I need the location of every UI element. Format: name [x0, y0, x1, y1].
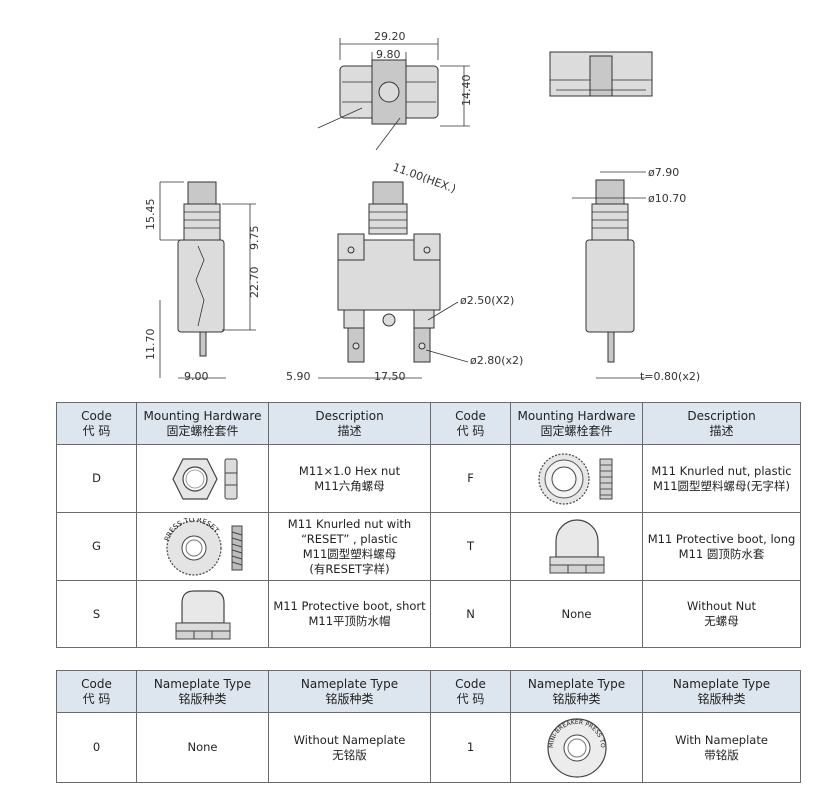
header-description-left: Description 描述 [268, 402, 431, 445]
dim-phi-10-70: ø10.70 [648, 192, 686, 205]
header-hardware-right: Mounting Hardware 固定螺栓套件 [510, 402, 643, 445]
technical-drawing: 29.20 9.80 14.40 11.00(HEX.) 15.45 9.75 … [144, 30, 700, 383]
table-row: S M11 Protective boot, short M11平顶防水帽 N … [56, 580, 801, 648]
description-cell: M11 Knurled nut with “RESET” , plastic M… [268, 512, 431, 581]
header-nameplate-desc-left: Nameplate Type 铭版种类 [268, 670, 431, 713]
dim-22-70: 22.70 [248, 267, 261, 299]
nameplate-icon-cell: MINI-BREAKER PRESS TO RESET [510, 712, 643, 783]
hardware-cell [510, 512, 643, 581]
nameplate-ring-icon: MINI-BREAKER PRESS TO RESET [544, 717, 607, 778]
description-cell: M11 Protective boot, short M11平顶防水帽 [268, 580, 431, 648]
description-cell: M11×1.0 Hex nut M11六角螺母 [268, 444, 431, 513]
code-cell: N [430, 580, 511, 648]
code-cell: G [56, 512, 137, 581]
reset-knurled-nut-icon: PRESS TO RESET [163, 518, 242, 576]
table-row: G PRESS TO RESET M11 Knurled nut with “R… [56, 512, 801, 581]
code-cell: S [56, 580, 137, 648]
nameplate-type-cell: None [136, 712, 269, 783]
left-side-view: 15.45 9.75 22.70 11.70 9.00 [144, 181, 261, 383]
hardware-cell [136, 580, 269, 648]
code-cell: F [430, 444, 511, 513]
hardware-none-cell: None [510, 580, 643, 648]
dim-5-90: 5.90 [286, 370, 311, 383]
description-cell: With Nameplate 带铭版 [642, 712, 801, 783]
dim-15-45: 15.45 [144, 199, 157, 231]
dim-17-50: 17.50 [374, 370, 406, 383]
header-nameplate-left: Nameplate Type 铭版种类 [136, 670, 269, 713]
header-code-left: Code 代 码 [56, 670, 137, 713]
dim-11-70: 11.70 [144, 329, 157, 361]
code-cell: 1 [430, 712, 511, 783]
protective-boot-long-icon [549, 518, 604, 573]
header-code-right: Code 代 码 [430, 402, 511, 445]
description-cell: M11 Knurled nut, plastic M11圆型塑料螺母(无字样) [642, 444, 801, 513]
hardware-cell [136, 444, 269, 513]
description-cell: Without Nut 无螺母 [642, 580, 801, 648]
header-code-right: Code 代 码 [430, 670, 511, 713]
description-cell: Without Nameplate 无铭版 [268, 712, 431, 783]
header-nameplate-desc-right: Nameplate Type 铭版种类 [642, 670, 801, 713]
hardware-cell: PRESS TO RESET [136, 512, 269, 581]
hex-nut-icon [171, 457, 237, 500]
header-hardware-left: Mounting Hardware 固定螺栓套件 [136, 402, 269, 445]
dim-29-20: 29.20 [374, 30, 406, 43]
mounting-hardware-table: Code 代 码 Mounting Hardware 固定螺栓套件 Descri… [56, 402, 801, 648]
hardware-cell [510, 444, 643, 513]
dim-9-00: 9.00 [184, 370, 209, 383]
right-side-view: ø7.90 ø10.70 t=0.80(x2) [572, 166, 700, 383]
side-view-small [549, 51, 653, 97]
dim-phi-2-50: ø2.50(X2) [460, 294, 514, 307]
front-view: ø2.50(X2) ø2.80(x2) 5.90 17.50 [286, 181, 523, 383]
table-row: D M11×1.0 Hex nut M11六角螺母 F [56, 444, 801, 513]
dim-phi-7-90: ø7.90 [648, 166, 679, 179]
code-cell: D [56, 444, 137, 513]
code-cell: 0 [56, 712, 137, 783]
header-nameplate-right: Nameplate Type 铭版种类 [510, 670, 643, 713]
dim-thickness: t=0.80(x2) [640, 370, 700, 383]
dim-14-40: 14.40 [460, 75, 473, 107]
table-row: 0 None Without Nameplate 无铭版 1 MINI-BREA… [56, 712, 801, 783]
description-cell: M11 Protective boot, long M11 圆顶防水套 [642, 512, 801, 581]
protective-boot-short-icon [175, 590, 230, 640]
dim-phi-2-80: ø2.80(x2) [470, 354, 523, 367]
knurled-plastic-nut-icon [537, 452, 612, 505]
code-cell: T [430, 512, 511, 581]
top-view: 29.20 9.80 14.40 11.00(HEX.) [317, 30, 473, 196]
dim-9-80: 9.80 [376, 48, 401, 61]
header-description-right: Description 描述 [642, 402, 801, 445]
nameplate-table: Code 代 码 Nameplate Type 铭版种类 Nameplate T… [56, 670, 801, 783]
header-code-left: Code 代 码 [56, 402, 137, 445]
dim-9-75: 9.75 [248, 226, 261, 251]
